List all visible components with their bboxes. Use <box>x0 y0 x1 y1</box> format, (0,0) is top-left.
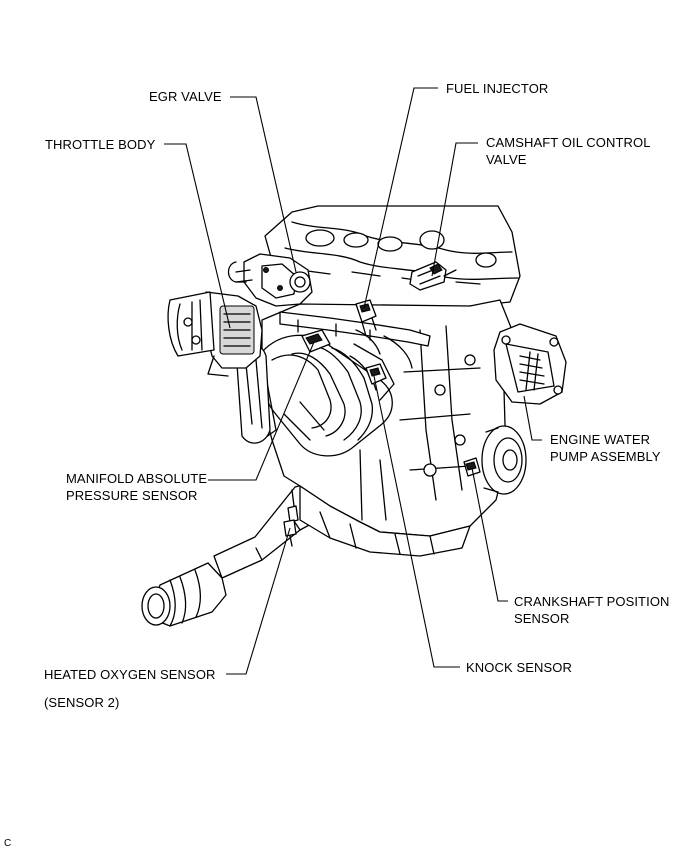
label-map-sensor: MANIFOLD ABSOLUTE PRESSURE SENSOR <box>66 470 207 504</box>
leader-camshaft-ocv <box>431 142 478 277</box>
leader-crank-sensor <box>471 467 508 602</box>
engine-block-drawing <box>167 205 567 557</box>
map-sensor-part <box>301 329 331 353</box>
figure-code: C <box>4 838 12 849</box>
leader-throttle-body <box>164 143 231 329</box>
label-camshaft-ocv-line-2: VALVE <box>486 152 527 167</box>
label-map-sensor-line-2: PRESSURE SENSOR <box>66 488 198 503</box>
crank-pulley-part <box>481 425 527 495</box>
label-camshaft-ocv-line-1: CAMSHAFT OIL CONTROL <box>486 135 651 150</box>
leader-water-pump <box>523 395 542 441</box>
throttle-body-part <box>167 291 263 377</box>
crank-sensor-part <box>463 457 481 477</box>
label-crankshaft-sensor-line-2: SENSOR <box>514 611 570 626</box>
leader-map-sensor <box>208 341 315 481</box>
label-crankshaft-sensor: CRANKSHAFT POSITION SENSOR <box>514 593 670 627</box>
leader-lines <box>164 87 542 675</box>
label-map-sensor-line-1: MANIFOLD ABSOLUTE <box>66 471 208 486</box>
water-pump-part <box>493 323 567 405</box>
label-engine-water-pump: ENGINE WATER PUMP ASSEMBLY <box>550 431 661 465</box>
label-engine-water-pump-line-1: ENGINE WATER <box>550 432 651 447</box>
label-knock-sensor: KNOCK SENSOR <box>466 660 572 675</box>
leader-oxygen-sensor <box>226 527 291 675</box>
label-egr-valve: EGR VALVE <box>149 89 222 104</box>
label-camshaft-ocv: CAMSHAFT OIL CONTROL VALVE <box>486 134 651 168</box>
label-sensor-2: (SENSOR 2) <box>44 695 120 710</box>
label-fuel-injector: FUEL INJECTOR <box>446 81 549 96</box>
leader-egr-valve <box>230 96 297 273</box>
knock-sensor-part <box>365 363 387 385</box>
label-engine-water-pump-line-2: PUMP ASSEMBLY <box>550 449 661 464</box>
label-crankshaft-sensor-line-1: CRANKSHAFT POSITION <box>514 594 670 609</box>
leader-fuel-injector <box>363 87 438 309</box>
label-throttle-body: THROTTLE BODY <box>45 137 156 152</box>
label-heated-oxygen-sensor: HEATED OXYGEN SENSOR <box>44 667 216 682</box>
leader-knock-sensor <box>373 375 460 668</box>
